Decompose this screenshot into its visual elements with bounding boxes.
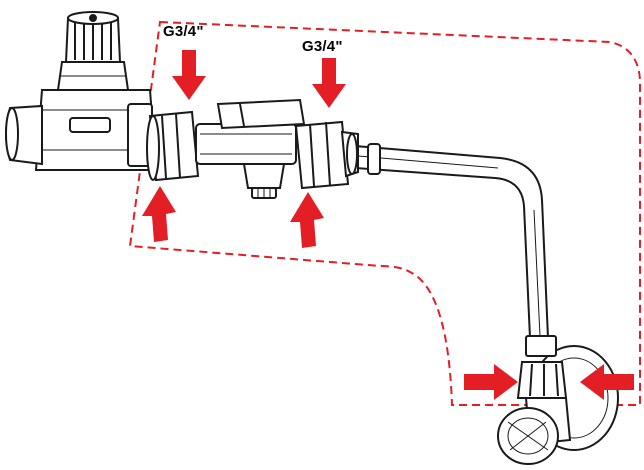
red-arrow-icon: [142, 186, 176, 242]
flex-hose-pipe: [354, 143, 550, 339]
angle-stop-valve: [497, 335, 619, 465]
left-union-nut: [146, 110, 200, 182]
red-arrow-icon: [312, 58, 346, 108]
pressure-regulator: [5, 11, 158, 171]
red-arrow-icon: [290, 192, 324, 248]
red-arrow-icon: [142, 50, 634, 400]
thread-size-label-left: G3/4": [163, 23, 204, 40]
right-union-nut: [294, 120, 359, 190]
installation-boundary-dashed-outline: [128, 20, 641, 406]
red-arrow-icon: [464, 364, 518, 400]
red-arrow-icon: [580, 364, 634, 400]
isolation-valve-body: [195, 98, 306, 199]
red-arrow-icon: [172, 50, 206, 100]
thread-size-label-right: G3/4": [302, 38, 343, 55]
